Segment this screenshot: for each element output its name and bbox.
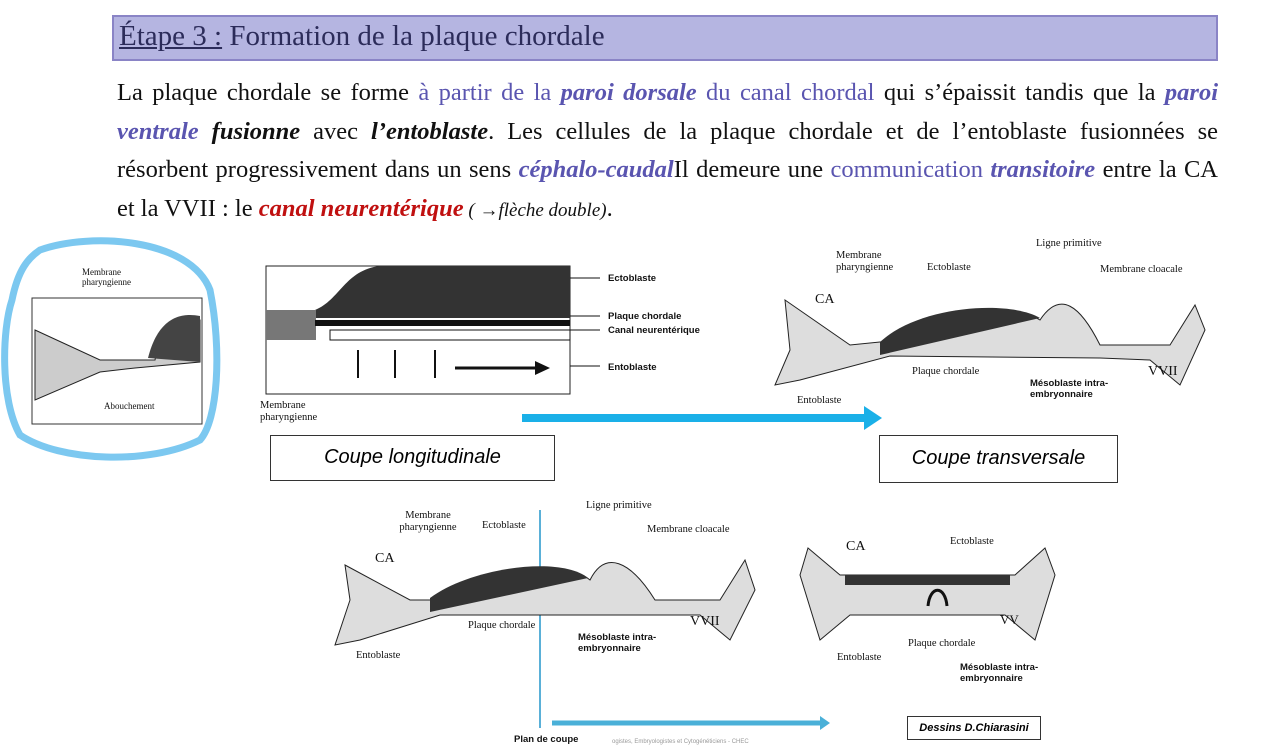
sketch-abouchement-label: Abouchement	[104, 401, 155, 411]
sketch-frame	[31, 297, 203, 425]
paragraph-segment: qui s’épaissit tandis que la	[874, 79, 1165, 106]
caption-coupe-transversale: Coupe transversale	[879, 435, 1118, 483]
paragraph-segment: canal neurentérique	[258, 194, 464, 222]
t1-mesoblaste: Mésoblaste intra-embryonnaire	[1030, 378, 1109, 400]
b2-ca: CA	[846, 539, 866, 554]
t1-entoblaste: Entoblaste	[797, 395, 842, 406]
paragraph-segment: du canal chordal	[696, 79, 875, 106]
t1-vvii: VVII	[1148, 364, 1178, 379]
step-label: Étape 3 :	[119, 20, 223, 52]
paragraph-segment: Il demeure une	[673, 156, 831, 183]
b1-ligne-primitive: Ligne primitive	[586, 500, 652, 511]
paragraph-segment: communication	[830, 156, 991, 183]
b2-plaque-chordale: Plaque chordale	[908, 638, 976, 649]
label-ectoblaste: Ectoblaste	[608, 273, 657, 284]
footer-text: ogistes, Embryologistes et Cytogénéticie…	[612, 739, 749, 745]
plan-de-coupe-label: Plan de coupe	[514, 734, 579, 745]
sketch-membrane-label: Membrane pharyngienne	[82, 267, 131, 287]
paragraph-segment: .	[606, 194, 613, 222]
b2-entoblaste: Entoblaste	[837, 652, 882, 663]
b1-membrane: Membrane pharyngienne	[399, 510, 457, 533]
paragraph-segment: l’entoblaste	[371, 117, 489, 145]
paragraph-segment: ( →flèche double)	[463, 199, 607, 221]
b2-mesoblaste: Mésoblaste intra-embryonnaire	[960, 662, 1039, 684]
title-text: Formation de la plaque chordale	[222, 20, 605, 52]
label-plaque-chordale: Plaque chordale	[608, 311, 682, 322]
t1-ectoblaste: Ectoblaste	[927, 262, 971, 273]
b1-mesoblaste: Mésoblaste intra-embryonnaire	[578, 632, 657, 654]
hand-drawn-highlight	[1, 237, 221, 461]
label-entoblaste: Entoblaste	[608, 362, 657, 373]
section-title: Étape 3 : Formation de la plaque chordal…	[112, 15, 1218, 61]
b2-vv: VV	[1000, 612, 1019, 627]
t1-membrane-cloacale: Membrane cloacale	[1100, 264, 1183, 275]
t1-plaque-chordale: Plaque chordale	[912, 366, 980, 377]
b1-ectoblaste: Ectoblaste	[482, 520, 526, 531]
paragraph-segment: avec	[300, 117, 372, 145]
paragraph-segment: paroi dorsale	[560, 79, 697, 106]
paragraph-segment: entre la CA et la VVII : le	[117, 156, 1218, 222]
paragraph-segment: fusionne	[211, 117, 301, 145]
b1-ca: CA	[375, 551, 395, 566]
caption-coupe-longitudinale: Coupe longitudinale	[270, 435, 555, 481]
label-membrane-pharyngienne: Membrane pharyngienne	[260, 400, 318, 423]
b1-plaque-chordale: Plaque chordale	[468, 620, 536, 631]
paragraph-segment: transitoire	[990, 156, 1096, 183]
b1-entoblaste: Entoblaste	[356, 650, 401, 661]
credit-box: Dessins D.Chiarasini	[907, 716, 1041, 740]
t1-ca: CA	[815, 292, 835, 307]
label-canal-neurenterique: Canal neurentérique	[608, 325, 700, 336]
paragraph-segment: paroi ventrale	[117, 79, 1218, 145]
t1-membrane: Membrane pharyngienne	[836, 250, 894, 273]
body-paragraph: La plaque chordale se forme à partir de …	[117, 74, 1218, 230]
b1-vvii: VVII	[690, 614, 720, 629]
b2-ectoblaste: Ectoblaste	[950, 536, 994, 547]
paragraph-segment: à partir de la	[418, 79, 561, 106]
paragraph-segment: . Les cellules de la plaque chordale et …	[117, 117, 1219, 184]
paragraph-segment: La plaque chordale se forme	[117, 79, 419, 106]
b1-membrane-cloacale: Membrane cloacale	[647, 524, 730, 535]
t1-ligne-primitive: Ligne primitive	[1036, 238, 1102, 249]
paragraph-segment: céphalo-caudal	[518, 156, 674, 183]
